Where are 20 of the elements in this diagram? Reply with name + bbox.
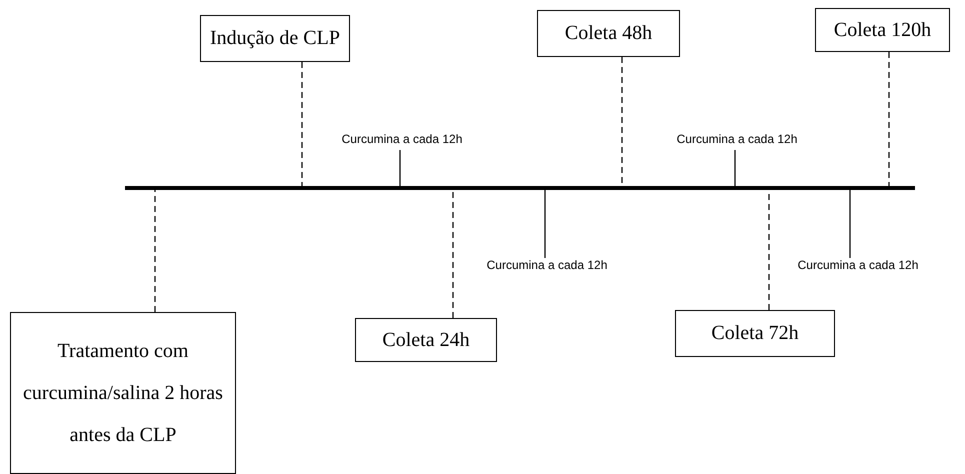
connector-line [544,190,546,258]
dashed-connector [154,190,156,312]
dashed-connector [301,62,303,186]
annotation-text: Curcumina a cada 12h [657,132,817,146]
timeline-bar [125,186,915,190]
dashed-connector [452,190,454,318]
event-box: Coleta 24h [355,318,497,362]
annotation-text: Curcumina a cada 12h [467,258,627,272]
connector-line [399,150,401,186]
event-box: Coleta 120h [815,8,950,52]
dashed-connector [621,57,623,186]
event-box: Coleta 72h [675,310,835,357]
event-box: Coleta 48h [537,10,680,57]
annotation-text: Curcumina a cada 12h [778,258,938,272]
event-box: Tratamento com curcumina/salina 2 horas antes da CLP [10,312,236,474]
connector-line [734,150,736,186]
dashed-connector [888,52,890,186]
connector-line [849,190,851,258]
annotation-text: Curcumina a cada 12h [322,132,482,146]
event-box: Indução de CLP [200,15,350,62]
